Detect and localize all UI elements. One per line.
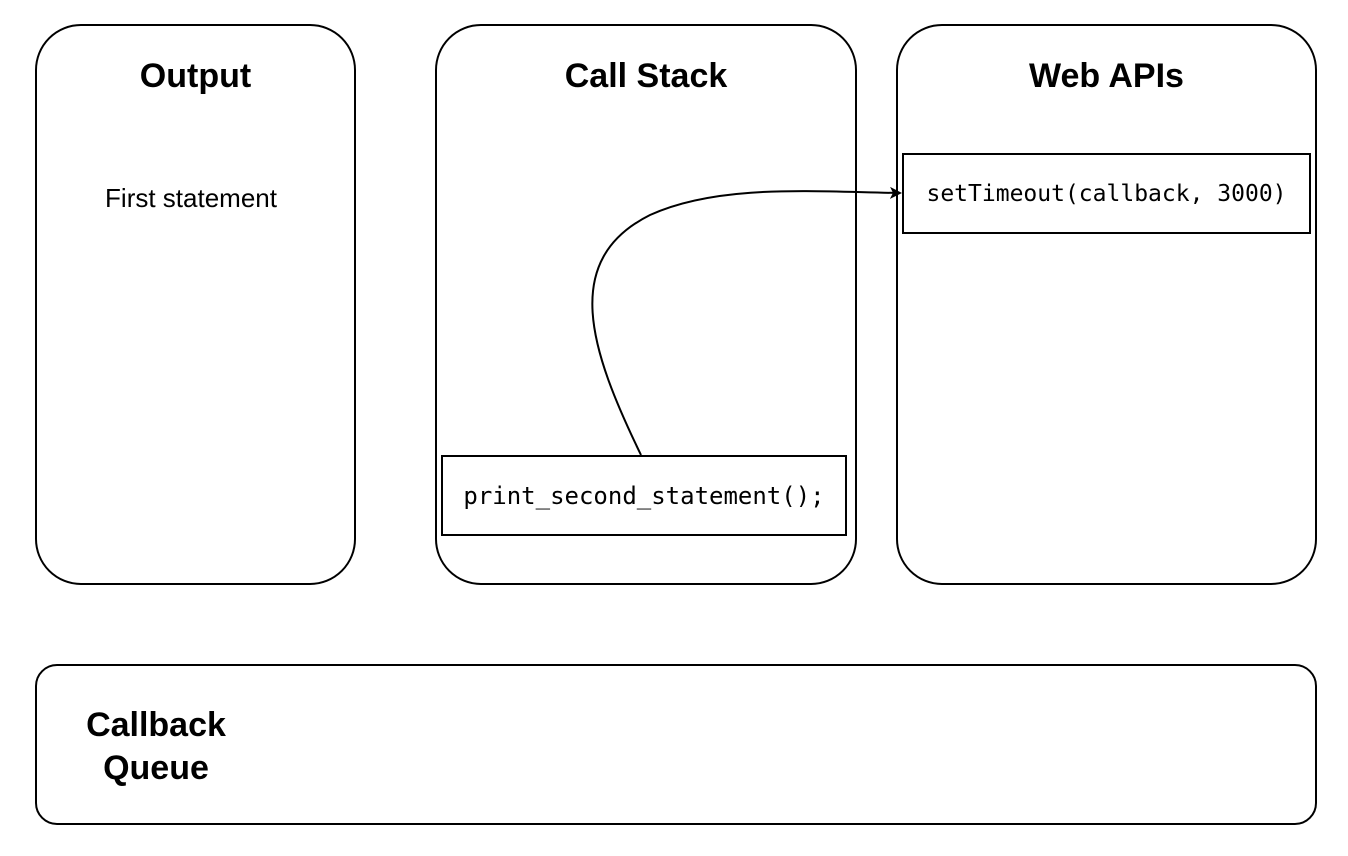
web-api-item: setTimeout(callback, 3000) bbox=[902, 153, 1311, 234]
output-line: First statement bbox=[105, 183, 277, 213]
call-stack-title: Call Stack bbox=[564, 57, 728, 95]
output-panel: Output First statement bbox=[35, 24, 356, 585]
callback-queue-title-line2: Queue bbox=[103, 749, 209, 787]
callback-queue-title: Callback Queue bbox=[79, 704, 233, 790]
output-title: Output bbox=[139, 57, 252, 95]
web-apis-title: Web APIs bbox=[1029, 57, 1184, 95]
call-stack-frame: print_second_statement(); bbox=[441, 455, 847, 536]
callback-queue-panel: Callback Queue bbox=[35, 664, 1317, 825]
callback-queue-title-line1: Callback bbox=[86, 706, 226, 744]
web-apis-panel: Web APIs bbox=[896, 24, 1317, 585]
